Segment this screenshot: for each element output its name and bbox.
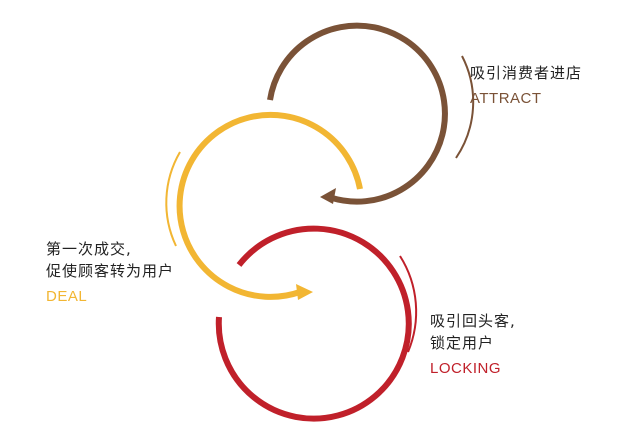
locking-label: 吸引回头客, 锁定用户 LOCKING — [430, 310, 516, 380]
locking-title-line2: 锁定用户 — [430, 334, 495, 352]
locking-title-line1: 吸引回头客, — [430, 312, 516, 330]
deal-label: 第一次成交, 促使顾客转为用户 DEAL — [46, 238, 174, 308]
locking-ring-accent — [399, 255, 418, 353]
deal-title-line1: 第一次成交, — [46, 240, 132, 258]
deal-arrowhead — [296, 284, 313, 300]
deal-english: DEAL — [46, 288, 88, 305]
deal-title-line2: 促使顾客转为用户 — [46, 262, 175, 280]
attract-title: 吸引消费者进店 — [470, 64, 583, 82]
attract-ring-arc — [267, 22, 448, 205]
locking-english: LOCKING — [430, 360, 502, 377]
attract-label: 吸引消费者进店 ATTRACT — [470, 62, 582, 110]
attract-arrowhead — [320, 188, 336, 204]
deal-ring-arc — [176, 111, 363, 300]
locking-ring-arc — [215, 225, 412, 422]
attract-ring-accent — [455, 55, 475, 159]
deal-ring-accent — [165, 151, 181, 247]
attract-english: ATTRACT — [470, 90, 542, 107]
